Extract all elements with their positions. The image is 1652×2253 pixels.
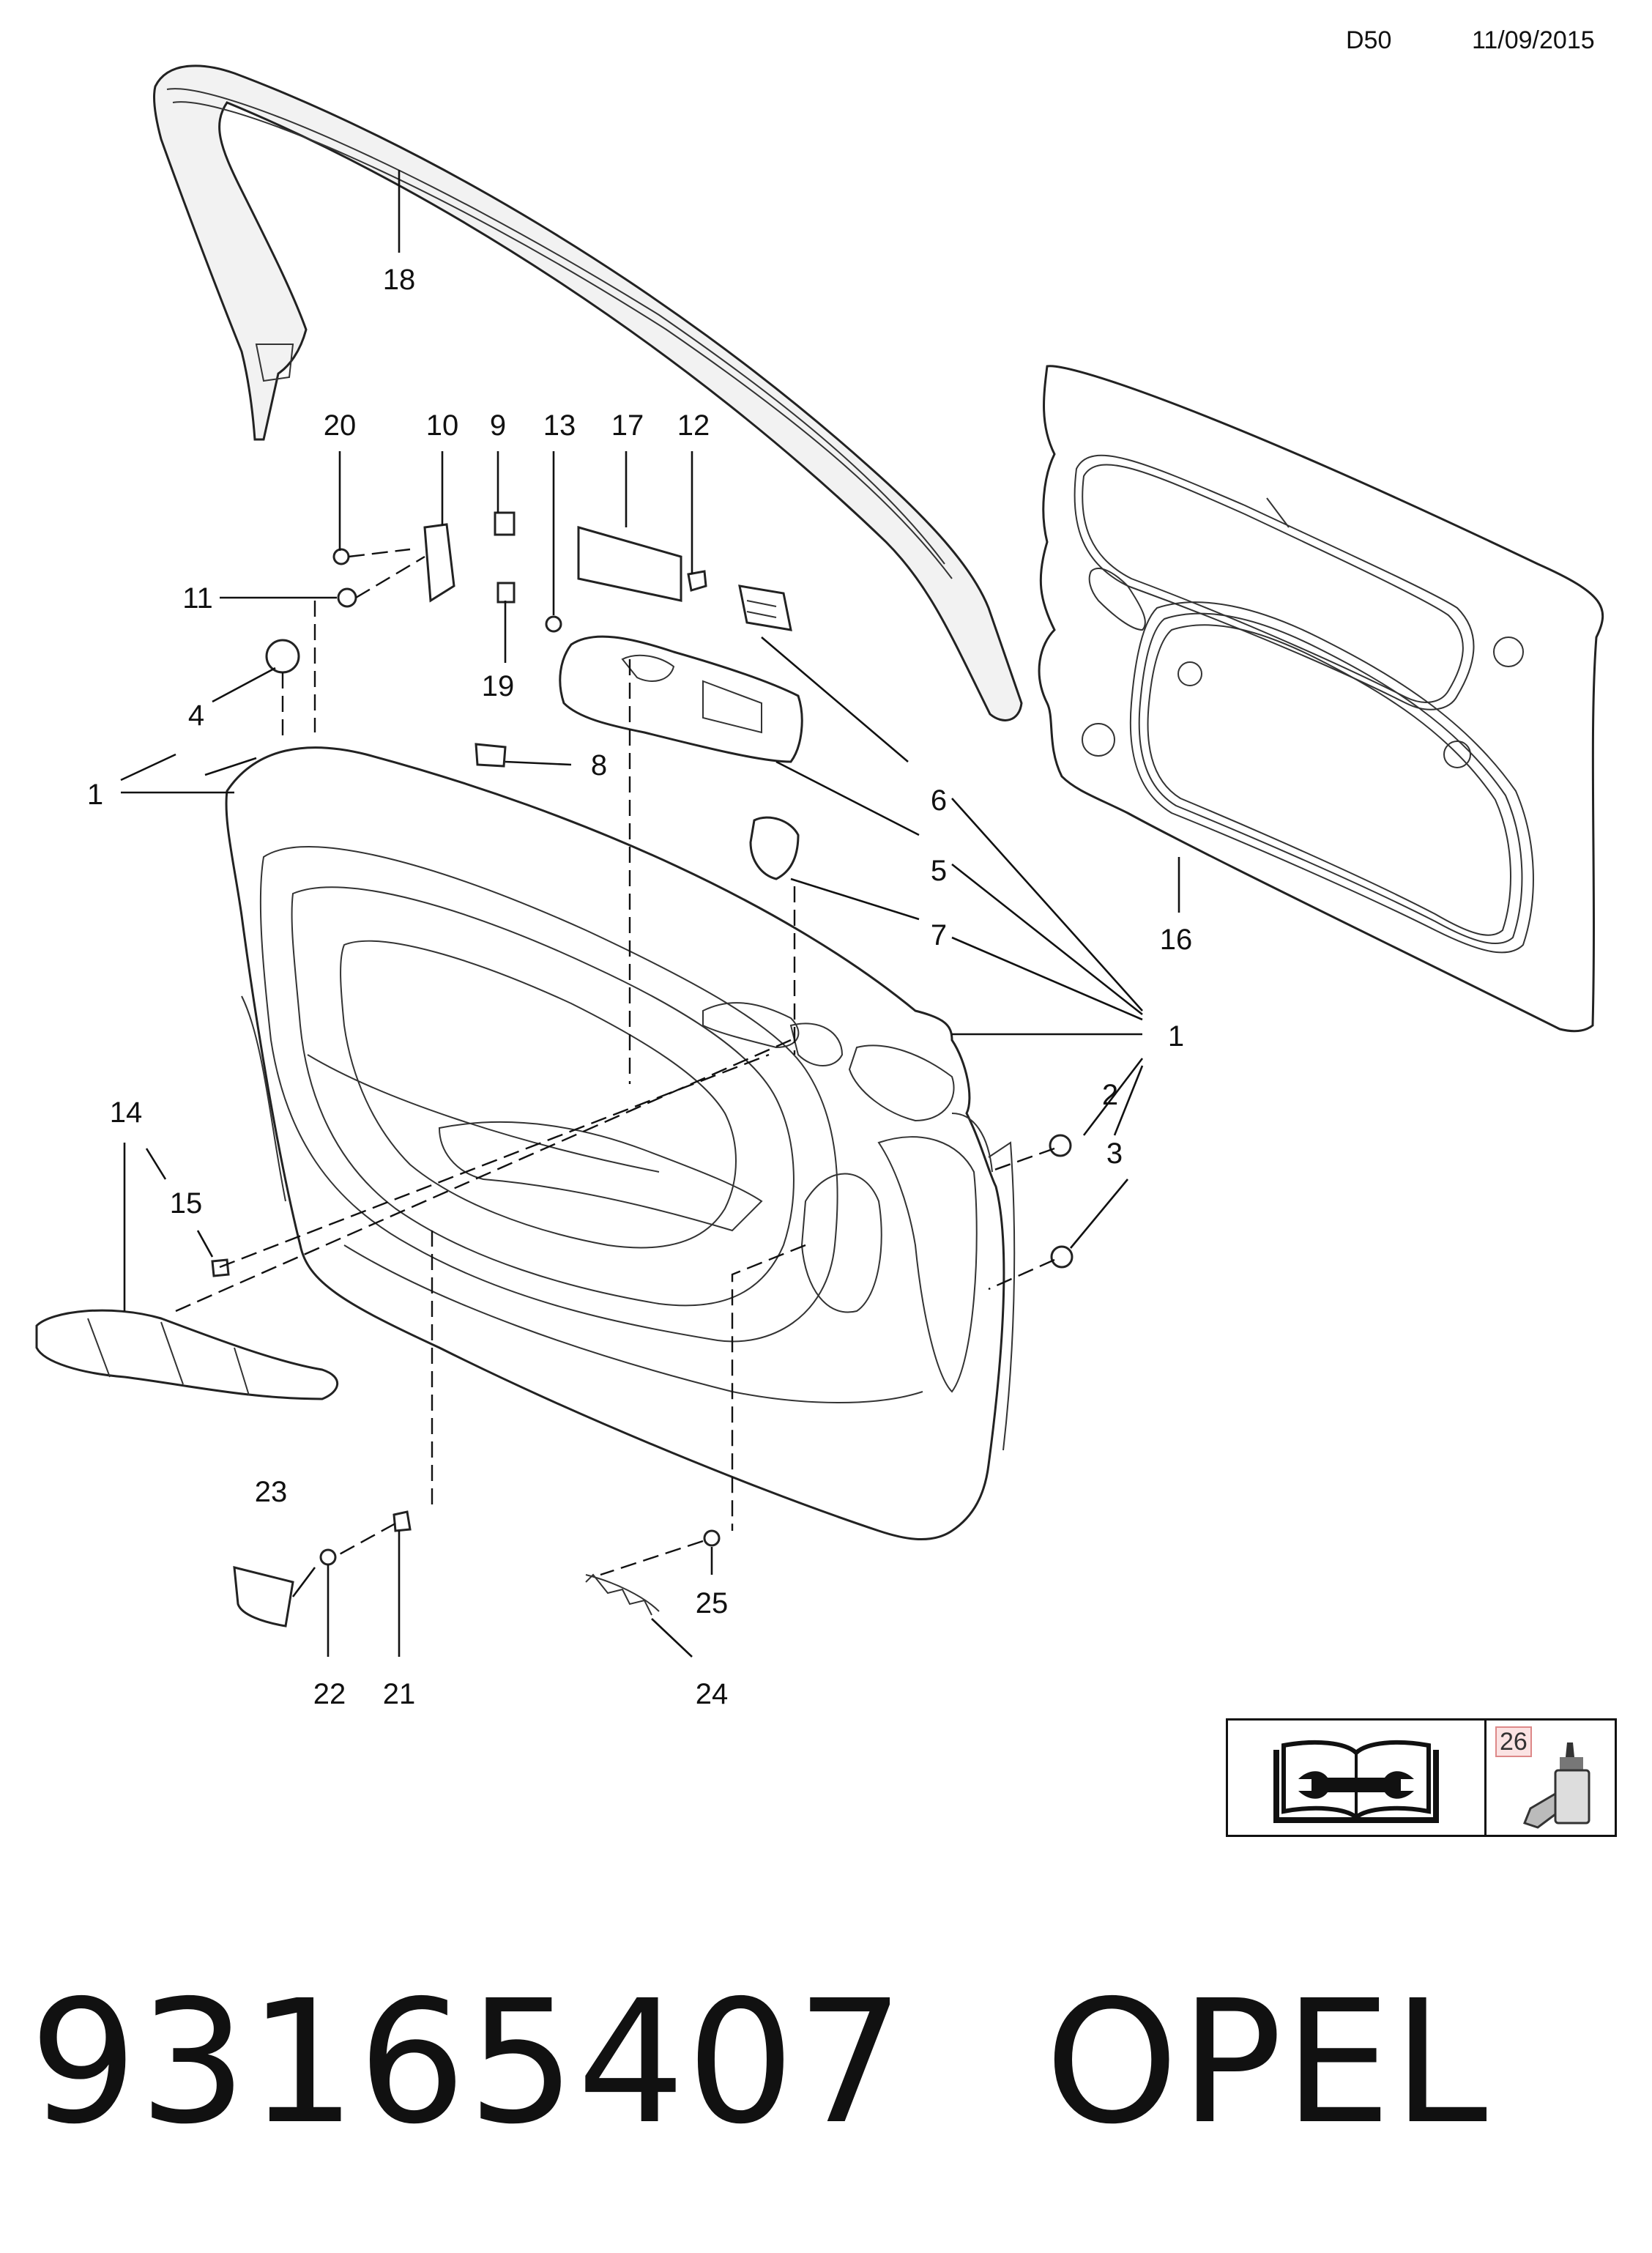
- washer-part-25: [703, 1529, 721, 1547]
- callout-9: 9: [490, 409, 506, 442]
- screw-part-13: [545, 615, 562, 633]
- leader-lines: [120, 170, 1180, 1658]
- brand-name: OPEL: [1044, 1964, 1489, 2161]
- callout-19: 19: [482, 670, 515, 702]
- door-trim-panel-part-1: [225, 746, 1016, 1540]
- callout-18: 18: [383, 264, 416, 296]
- part-number: 93165407: [29, 1964, 906, 2161]
- callout-10: 10: [426, 409, 459, 442]
- window-switch-part-6: [738, 584, 792, 631]
- window-seal-part-18: [152, 64, 1023, 721]
- callout-3: 3: [1106, 1137, 1123, 1170]
- clip-part-12: [687, 570, 707, 592]
- callout-25: 25: [696, 1587, 729, 1619]
- screw-part-20: [332, 548, 350, 565]
- callout-20: 20: [324, 409, 357, 442]
- callout-24: 24: [696, 1678, 729, 1707]
- callout-7: 7: [931, 919, 947, 951]
- callout-5: 5: [931, 855, 947, 887]
- diagram-code: D50: [1346, 26, 1392, 54]
- grommet-part-4: [265, 639, 300, 674]
- nut-part-2: [1049, 1134, 1072, 1157]
- callout-23: 23: [255, 1476, 288, 1508]
- screw-part-11: [337, 587, 357, 608]
- callout-11: 11: [182, 582, 213, 615]
- clip-part-8: [475, 743, 507, 768]
- assembly-lines: [175, 548, 1055, 1576]
- callout-22: 22: [313, 1678, 346, 1707]
- callout-6: 6: [931, 784, 947, 817]
- callout-4: 4: [188, 699, 204, 732]
- clip-part-21: [392, 1510, 412, 1532]
- diagram-date: 11/09/2015: [1472, 26, 1595, 54]
- callout-13: 13: [543, 409, 576, 442]
- callout-21: 21: [383, 1678, 416, 1707]
- callout-labels: 18 20 10 9 13 17 12 11 19 4 1 8 6 5 7 16…: [87, 264, 1192, 1707]
- callout-15: 15: [170, 1187, 203, 1220]
- legend-box: 26: [1226, 1718, 1617, 1837]
- legend-item-number: 26: [1495, 1726, 1532, 1757]
- switch-bezel-part-5: [559, 526, 803, 763]
- callout-1-left: 1: [87, 779, 103, 811]
- callout-12: 12: [677, 409, 710, 442]
- callout-8: 8: [591, 749, 607, 782]
- bracket-part-10: [423, 523, 455, 603]
- exploded-parts-diagram: 18 20 10 9 13 17 12 11 19 4 1 8 6 5 7 16…: [35, 64, 1604, 1707]
- open-book-wrench-icon: [1228, 1721, 1487, 1835]
- nut-part-3: [1050, 1245, 1074, 1269]
- callout-1-right: 1: [1168, 1020, 1184, 1053]
- pull-handle-part-14: [35, 1309, 339, 1400]
- callout-14: 14: [110, 1096, 143, 1129]
- callout-17: 17: [611, 409, 644, 442]
- clip-part-15: [211, 1258, 230, 1277]
- water-deflector-part-16: [1038, 365, 1604, 1033]
- callout-2: 2: [1102, 1079, 1118, 1111]
- cover-part-23: [233, 1566, 294, 1627]
- mirror-switch-part-7: [749, 816, 800, 880]
- adhesive-bottle-icon: 26: [1487, 1721, 1617, 1835]
- clip-part-19: [496, 582, 516, 604]
- callout-16: 16: [1160, 924, 1193, 956]
- clip-part-9: [494, 511, 516, 536]
- screw-part-22: [319, 1548, 337, 1566]
- hardware-parts: [211, 511, 1074, 1627]
